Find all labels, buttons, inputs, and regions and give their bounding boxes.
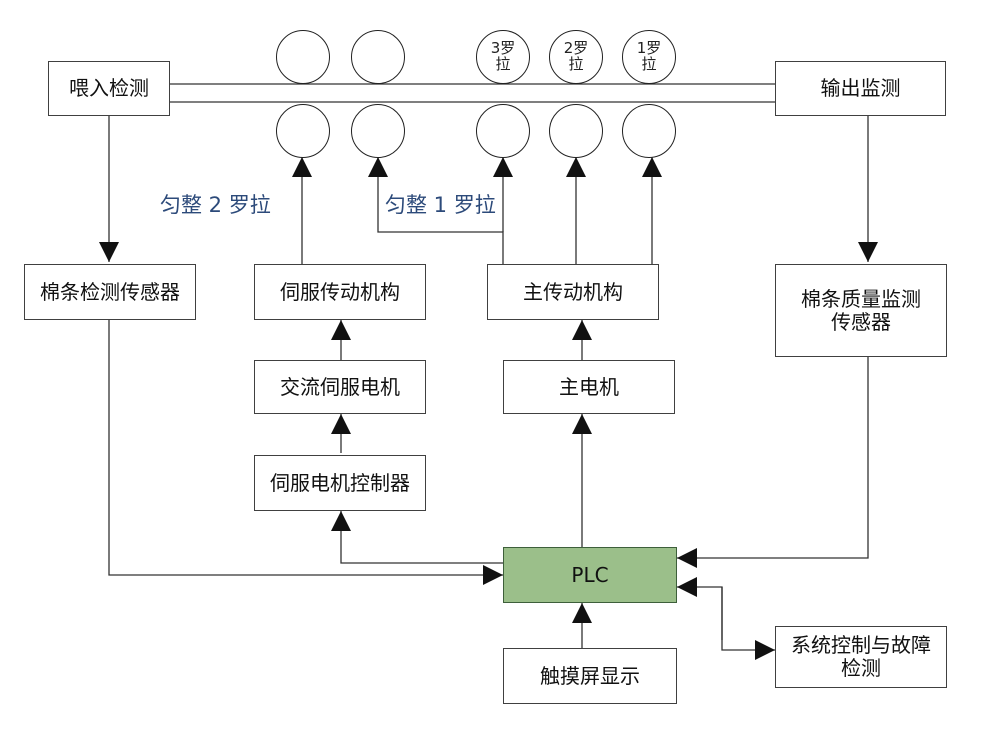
roller-1-label-line1: 1罗 xyxy=(636,39,662,58)
plc-box: PLC xyxy=(503,547,677,603)
bottom-roller-1 xyxy=(622,104,676,158)
roller-1: 1罗 拉 xyxy=(622,30,676,84)
sliver-sensor-box: 棉条检测传感器 xyxy=(24,264,196,320)
main-to-even1-arrow xyxy=(368,157,504,264)
system-control-line2: 检测 xyxy=(841,656,881,680)
ac-servo-motor-box: 交流伺服电机 xyxy=(254,360,426,414)
roller-3: 3罗 拉 xyxy=(476,30,530,84)
main-motor-box: 主电机 xyxy=(503,360,675,414)
bottom-roller-2 xyxy=(549,104,603,158)
servo-controller-box: 伺服电机控制器 xyxy=(254,455,426,511)
quality-sensor-line1: 棉条质量监测 xyxy=(801,286,921,311)
bottom-even1-roller xyxy=(351,104,405,158)
roller-3-label-line1: 3罗 xyxy=(490,39,516,58)
output-detect-box: 输出监测 xyxy=(775,61,946,116)
plc-to-servo-controller-arrow xyxy=(331,511,503,564)
quality-to-plc-arrow xyxy=(677,357,869,568)
touchscreen-box: 触摸屏显示 xyxy=(503,648,677,704)
top-even2-roller xyxy=(276,30,330,84)
feed-detect-box: 喂入检测 xyxy=(48,61,170,116)
system-control-box: 系统控制与故障 检测 xyxy=(775,626,947,688)
system-control-line1: 系统控制与故障 xyxy=(791,633,931,657)
roller-3-label-line2: 拉 xyxy=(495,55,511,73)
bottom-even2-roller xyxy=(276,104,330,158)
quality-sensor-line2: 传感器 xyxy=(831,309,891,334)
plc-to-system-arrow xyxy=(721,587,775,660)
even2-roller-label: 匀整 2 罗拉 xyxy=(160,193,271,217)
sensor-to-plc-arrow xyxy=(108,320,503,585)
main-drive-box: 主传动机构 xyxy=(487,264,659,320)
servo-drive-box: 伺服传动机构 xyxy=(254,264,426,320)
roller-2: 2罗 拉 xyxy=(549,30,603,84)
roller-1-label-line2: 拉 xyxy=(641,55,657,73)
system-to-plc-arrow xyxy=(677,577,723,640)
bottom-roller-3 xyxy=(476,104,530,158)
roller-2-label-line2: 拉 xyxy=(568,55,584,73)
even1-roller-label: 匀整 1 罗拉 xyxy=(385,193,496,217)
quality-sensor-box: 棉条质量监测 传感器 xyxy=(775,264,947,357)
roller-2-label-line1: 2罗 xyxy=(563,39,589,58)
top-even1-roller xyxy=(351,30,405,84)
